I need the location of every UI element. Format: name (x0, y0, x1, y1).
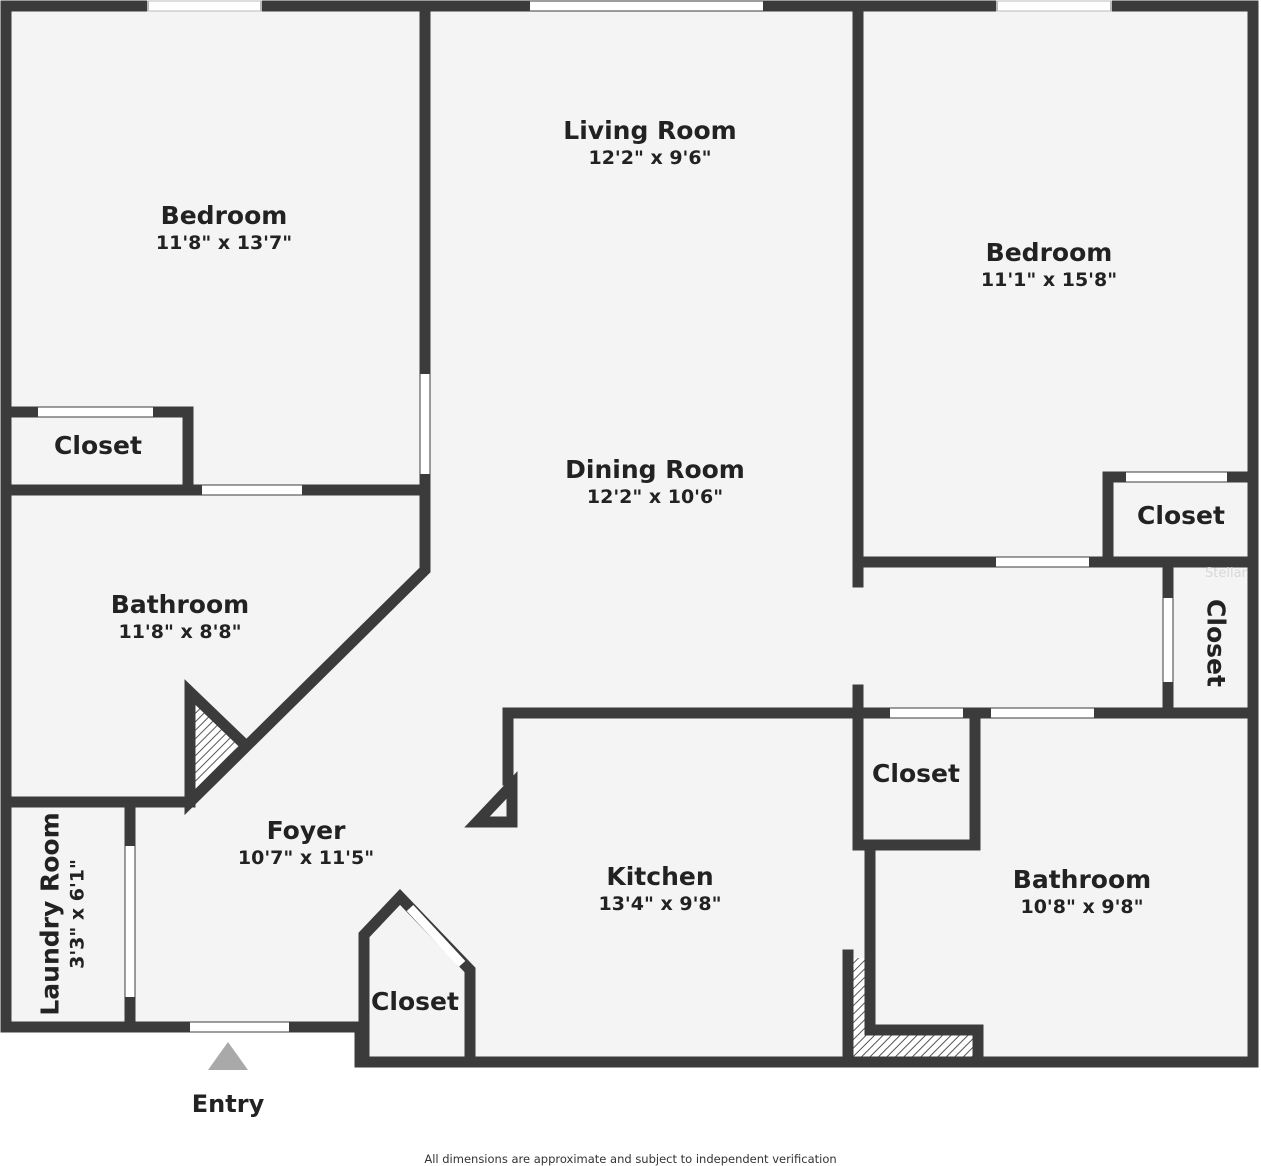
closet-label: Closet (1202, 599, 1231, 687)
hatched-shaft (190, 692, 242, 798)
floor (6, 6, 1253, 1062)
watermark: Stellar (1205, 566, 1247, 581)
room-name: Living Room (563, 116, 737, 145)
closet-label: Closet (872, 759, 960, 788)
entry-arrow-icon (208, 1042, 248, 1070)
entry-label: Entry (191, 1090, 265, 1118)
openings (38, 0, 1227, 1032)
room-name: Bedroom (160, 201, 288, 230)
room-dimensions: 11'8" x 8'8" (118, 621, 242, 643)
closet-name: Closet (1137, 501, 1225, 530)
closet-label: Closet (1137, 501, 1225, 530)
room-name: Dining Room (565, 455, 745, 484)
room-name: Bathroom (110, 590, 250, 619)
room-dimensions: 11'8" x 13'7" (155, 232, 293, 254)
room-dimensions: 12'2" x 9'6" (588, 147, 712, 169)
footer-disclaimer: All dimensions are approximate and subje… (424, 1152, 837, 1166)
room-dimensions: 10'8" x 9'8" (1020, 896, 1144, 918)
room-dimensions: 11'1" x 15'8" (980, 269, 1118, 291)
room-name: Foyer (266, 816, 346, 845)
room-name: Kitchen (606, 862, 714, 891)
room-dimensions: 12'2" x 10'6" (586, 486, 724, 508)
closet-label: Closet (371, 987, 459, 1016)
room-dimensions: 3'3" x 6'1" (66, 859, 89, 969)
room-dimensions: 10'7" x 11'5" (237, 847, 375, 869)
room-name: Bathroom (1012, 865, 1152, 894)
room-name: Laundry Room (35, 812, 65, 1016)
room-dimensions: 13'4" x 9'8" (598, 893, 722, 915)
closet-name: Closet (872, 759, 960, 788)
closet-name: Closet (371, 987, 459, 1016)
closet-name: Closet (54, 431, 142, 460)
closet-name: Closet (1201, 599, 1231, 687)
room-name: Bedroom (985, 238, 1113, 267)
closet-label: Closet (54, 431, 142, 460)
